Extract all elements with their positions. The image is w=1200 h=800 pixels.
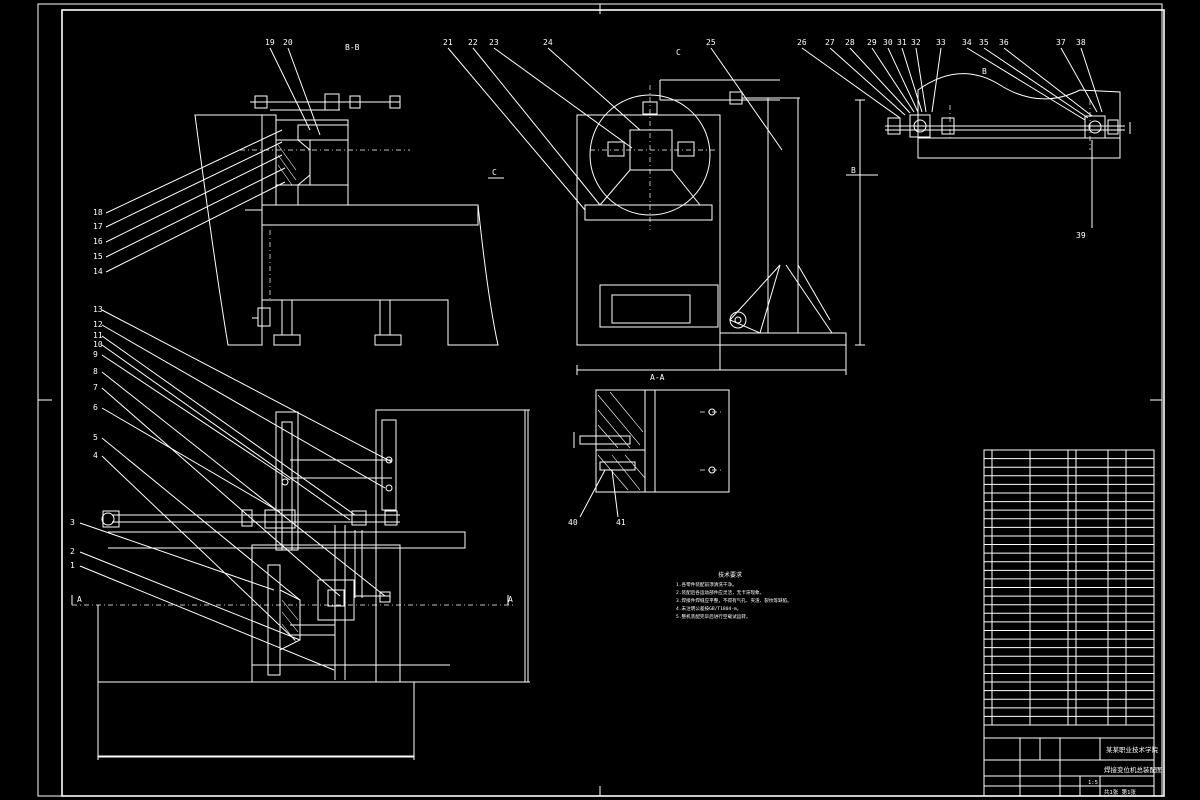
drawing-title: 焊接变位机总装配图 [1104, 765, 1163, 774]
notes-line-4: 4.未注明公差按GB/T1804-m。 [676, 605, 741, 612]
balloon-group-26-38: 26 27 28 29 30 31 32 33 34 35 36 37 38 3… [797, 38, 1103, 240]
technical-notes: 技术要求 1.各零件装配前须清洗干净。 2.装配后各运动部件应灵活，无卡滞现象。… [676, 571, 792, 620]
balloon-38: 38 [1076, 38, 1086, 47]
notes-line-5: 5.整机装配完毕后进行空载试运转。 [676, 613, 750, 620]
outer-border [37, 3, 1163, 797]
balloon-3: 3 [70, 518, 75, 527]
balloon-34: 34 [962, 38, 972, 47]
section-label-b-mid: B [851, 166, 856, 175]
balloon-37: 37 [1056, 38, 1066, 47]
notes-line-2: 2.装配后各运动部件应灵活，无卡滞现象。 [676, 589, 764, 596]
balloon-31: 31 [897, 38, 907, 47]
balloon-41: 41 [616, 518, 626, 527]
balloon-group-19-20: 19 20 [265, 38, 321, 136]
section-label-a-right: A [508, 595, 513, 604]
balloon-13: 13 [93, 305, 103, 314]
balloon-8: 8 [93, 367, 98, 376]
drawing-scale: 1:5 [1088, 780, 1098, 786]
balloon-group-1-13: 13 12 11 10 9 8 7 6 5 4 3 2 1 [70, 305, 393, 671]
balloon-40: 40 [568, 518, 578, 527]
view-aa: C B A-A [576, 48, 878, 382]
balloon-4: 4 [93, 451, 98, 460]
balloon-29: 29 [867, 38, 877, 47]
balloon-11: 11 [93, 331, 103, 340]
balloon-22: 22 [468, 38, 478, 47]
balloon-21: 21 [443, 38, 453, 47]
balloon-33: 33 [936, 38, 946, 47]
section-label-a-left: A [77, 595, 82, 604]
balloon-26: 26 [797, 38, 807, 47]
section-label-aa: A-A [650, 373, 665, 382]
balloon-5: 5 [93, 433, 98, 442]
section-label-c-top: C [676, 48, 681, 57]
balloon-14: 14 [93, 267, 103, 276]
main-view: A A [71, 409, 530, 760]
balloon-7: 7 [93, 383, 98, 392]
balloon-35: 35 [979, 38, 989, 47]
notes-title: 技术要求 [718, 571, 742, 579]
balloon-16: 16 [93, 237, 103, 246]
balloon-36: 36 [999, 38, 1009, 47]
balloon-32: 32 [911, 38, 921, 47]
balloon-28: 28 [845, 38, 855, 47]
section-label-b-right: B [982, 67, 987, 76]
sheet-count: 共1张 第1张 [1104, 788, 1136, 796]
title-block: 某某职业技术学院 焊接变位机总装配图 1:5 共1张 第1张 [983, 449, 1163, 797]
view-bb: B-B C [194, 43, 504, 346]
balloon-17: 17 [93, 222, 103, 231]
balloon-group-14-18: 18 17 16 15 14 [93, 129, 286, 276]
section-label-bb: B-B [345, 43, 360, 52]
balloon-39: 39 [1076, 231, 1086, 240]
balloon-27: 27 [825, 38, 835, 47]
balloon-15: 15 [93, 252, 103, 261]
balloon-2: 2 [70, 547, 75, 556]
balloon-9: 9 [93, 350, 98, 359]
notes-line-3: 3.焊接件焊缝应平整，不得有气孔、夹渣、裂纹等缺陷。 [676, 597, 792, 604]
balloon-19: 19 [265, 38, 275, 47]
balloon-12: 12 [93, 320, 103, 329]
balloon-20: 20 [283, 38, 293, 47]
balloon-25: 25 [706, 38, 716, 47]
balloon-24: 24 [543, 38, 553, 47]
balloon-23: 23 [489, 38, 499, 47]
section-label-c-mid: C [492, 168, 497, 177]
school-name: 某某职业技术学院 [1106, 745, 1159, 754]
balloon-18: 18 [93, 208, 103, 217]
balloon-10: 10 [93, 340, 103, 349]
balloon-6: 6 [93, 403, 98, 412]
detail-section-40-41: 40 41 [568, 389, 730, 527]
balloon-group-21-25: 21 22 23 24 25 [443, 38, 783, 211]
notes-line-1: 1.各零件装配前须清洗干净。 [676, 581, 737, 588]
inner-border [61, 9, 1165, 797]
balloon-1: 1 [70, 561, 75, 570]
detail-view-c: B [885, 67, 1131, 159]
parts-list-rows [984, 458, 1154, 717]
balloon-30: 30 [883, 38, 893, 47]
